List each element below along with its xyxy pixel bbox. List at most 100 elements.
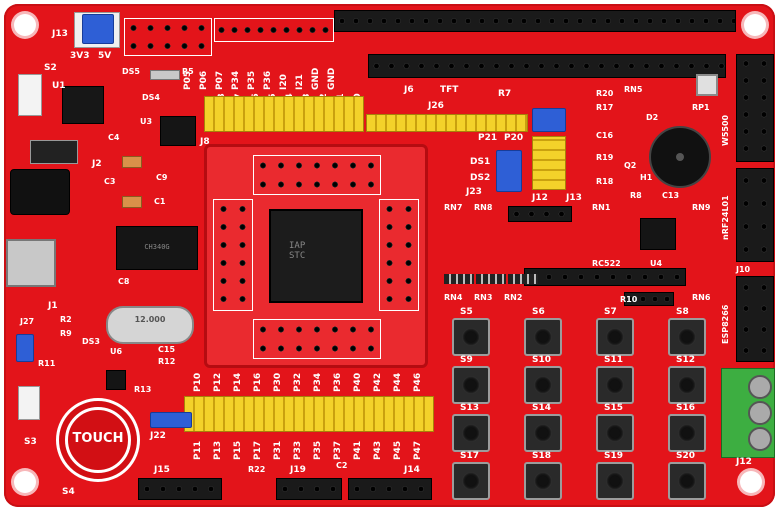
pin-gnd: GND: [311, 67, 321, 90]
tact-button-s10[interactable]: [524, 366, 562, 404]
label-j12-mid: J12: [532, 193, 548, 203]
pin-top-p32: P32: [293, 372, 303, 392]
label-j27: J27: [20, 317, 35, 326]
touch-pad[interactable]: TOUCH: [56, 398, 140, 482]
label-u3: U3: [140, 117, 153, 126]
tact-button-s8[interactable]: [668, 318, 706, 356]
label-s12: S12: [676, 355, 696, 365]
label-rn3: RN3: [474, 293, 493, 302]
label-s7: S7: [604, 307, 617, 317]
label-s6: S6: [532, 307, 545, 317]
tact-button-s6[interactable]: [524, 318, 562, 356]
pin-p07: P07: [215, 70, 225, 90]
label-j26: J26: [428, 101, 444, 111]
label-r13: R13: [134, 385, 152, 394]
pin-top-p40: P40: [353, 372, 363, 392]
mounting-hole-top-left: [14, 14, 36, 36]
touch-label: TOUCH: [72, 431, 124, 446]
pin-bottom-p13: P13: [213, 440, 223, 460]
resistor-array-rn4: [444, 274, 474, 284]
label-ds3: DS3: [82, 337, 100, 346]
buzzer-h1: [649, 126, 711, 188]
small-header-top: [124, 18, 212, 56]
header-j19: [276, 478, 342, 500]
tact-button-s14[interactable]: [524, 414, 562, 452]
label-u1: U1: [52, 81, 66, 91]
label-rn6: RN6: [692, 293, 711, 302]
crystal-label: 12.000: [134, 315, 166, 324]
resistor-array-rn2: [508, 274, 538, 284]
label-r11: R11: [38, 359, 56, 368]
tact-button-s5[interactable]: [452, 318, 490, 356]
label-rn9: RN9: [692, 203, 711, 212]
label-rn4: RN4: [444, 293, 463, 302]
label-rn2: RN2: [504, 293, 523, 302]
label-ds2: DS2: [470, 173, 491, 183]
jumper-j27[interactable]: [16, 334, 34, 362]
tact-button-s13[interactable]: [452, 414, 490, 452]
header-rc522: [524, 268, 686, 286]
jumper-j23[interactable]: [496, 150, 522, 192]
label-3v3: 3V3: [70, 51, 90, 61]
label-j13: J13: [52, 29, 68, 39]
mini-usb-connector[interactable]: [6, 239, 56, 287]
header-j25: [184, 396, 434, 432]
tact-button-s12[interactable]: [668, 366, 706, 404]
pin-top-p30: P30: [273, 372, 283, 392]
power-select-jumper[interactable]: [82, 14, 114, 44]
tact-button-s16[interactable]: [668, 414, 706, 452]
tact-button-s17[interactable]: [452, 462, 490, 500]
label-c1: C1: [154, 197, 166, 206]
label-c4: C4: [108, 133, 120, 142]
tact-button-s15[interactable]: [596, 414, 634, 452]
jumper-j22[interactable]: [150, 412, 192, 428]
pin-bottom-p41: P41: [353, 440, 363, 460]
pin-bottom-p35: P35: [313, 440, 323, 460]
pin-bottom-p15: P15: [233, 440, 243, 460]
tact-button-s7[interactable]: [596, 318, 634, 356]
label-d2: D2: [646, 113, 659, 122]
dc-power-jack[interactable]: [10, 169, 70, 215]
label-p21: P21: [478, 133, 498, 143]
tact-button-s19[interactable]: [596, 462, 634, 500]
screw-1[interactable]: [748, 375, 772, 399]
tact-button-s9[interactable]: [452, 366, 490, 404]
potentiometer-rp1[interactable]: [696, 74, 718, 96]
pin-bottom-p33: P33: [293, 440, 303, 460]
tact-button-s11[interactable]: [596, 366, 634, 404]
pin-p35: P35: [247, 70, 257, 90]
label-r18: R18: [596, 177, 614, 186]
tact-button-s18[interactable]: [524, 462, 562, 500]
chip-u3: [160, 116, 196, 146]
screw-3[interactable]: [748, 427, 772, 451]
header-j26: [366, 114, 528, 132]
label-rp1: RP1: [692, 103, 710, 112]
jumper-p21-p20[interactable]: [532, 108, 566, 132]
label-c8: C8: [118, 277, 130, 286]
mcu-header-bottom: [253, 319, 381, 359]
label-5v: 5V: [98, 51, 112, 61]
screw-2[interactable]: [748, 401, 772, 425]
label-r2: R2: [60, 315, 72, 324]
switch-j2[interactable]: [30, 140, 78, 164]
led-ds5: [150, 70, 180, 80]
label-s9: S9: [460, 355, 473, 365]
label-rc522: RC522: [592, 259, 621, 268]
header-j7-top: [334, 10, 736, 32]
pin-p34: P34: [231, 70, 241, 90]
label-r22: R22: [248, 465, 266, 474]
label-j6: J6: [404, 85, 414, 95]
switch-s3[interactable]: [18, 386, 40, 420]
label-c15: C15: [158, 345, 176, 354]
label-j13-mid: J13: [566, 193, 582, 203]
pin-bottom-p43: P43: [373, 440, 383, 460]
touch-pad-ring: [65, 407, 131, 473]
screw-terminal-j12[interactable]: [721, 368, 775, 458]
tact-button-s20[interactable]: [668, 462, 706, 500]
label-s17: S17: [460, 451, 480, 461]
switch-s2[interactable]: [18, 74, 42, 116]
label-c16: C16: [596, 131, 614, 140]
label-s18: S18: [532, 451, 552, 461]
pin-i20: I20: [279, 74, 289, 90]
